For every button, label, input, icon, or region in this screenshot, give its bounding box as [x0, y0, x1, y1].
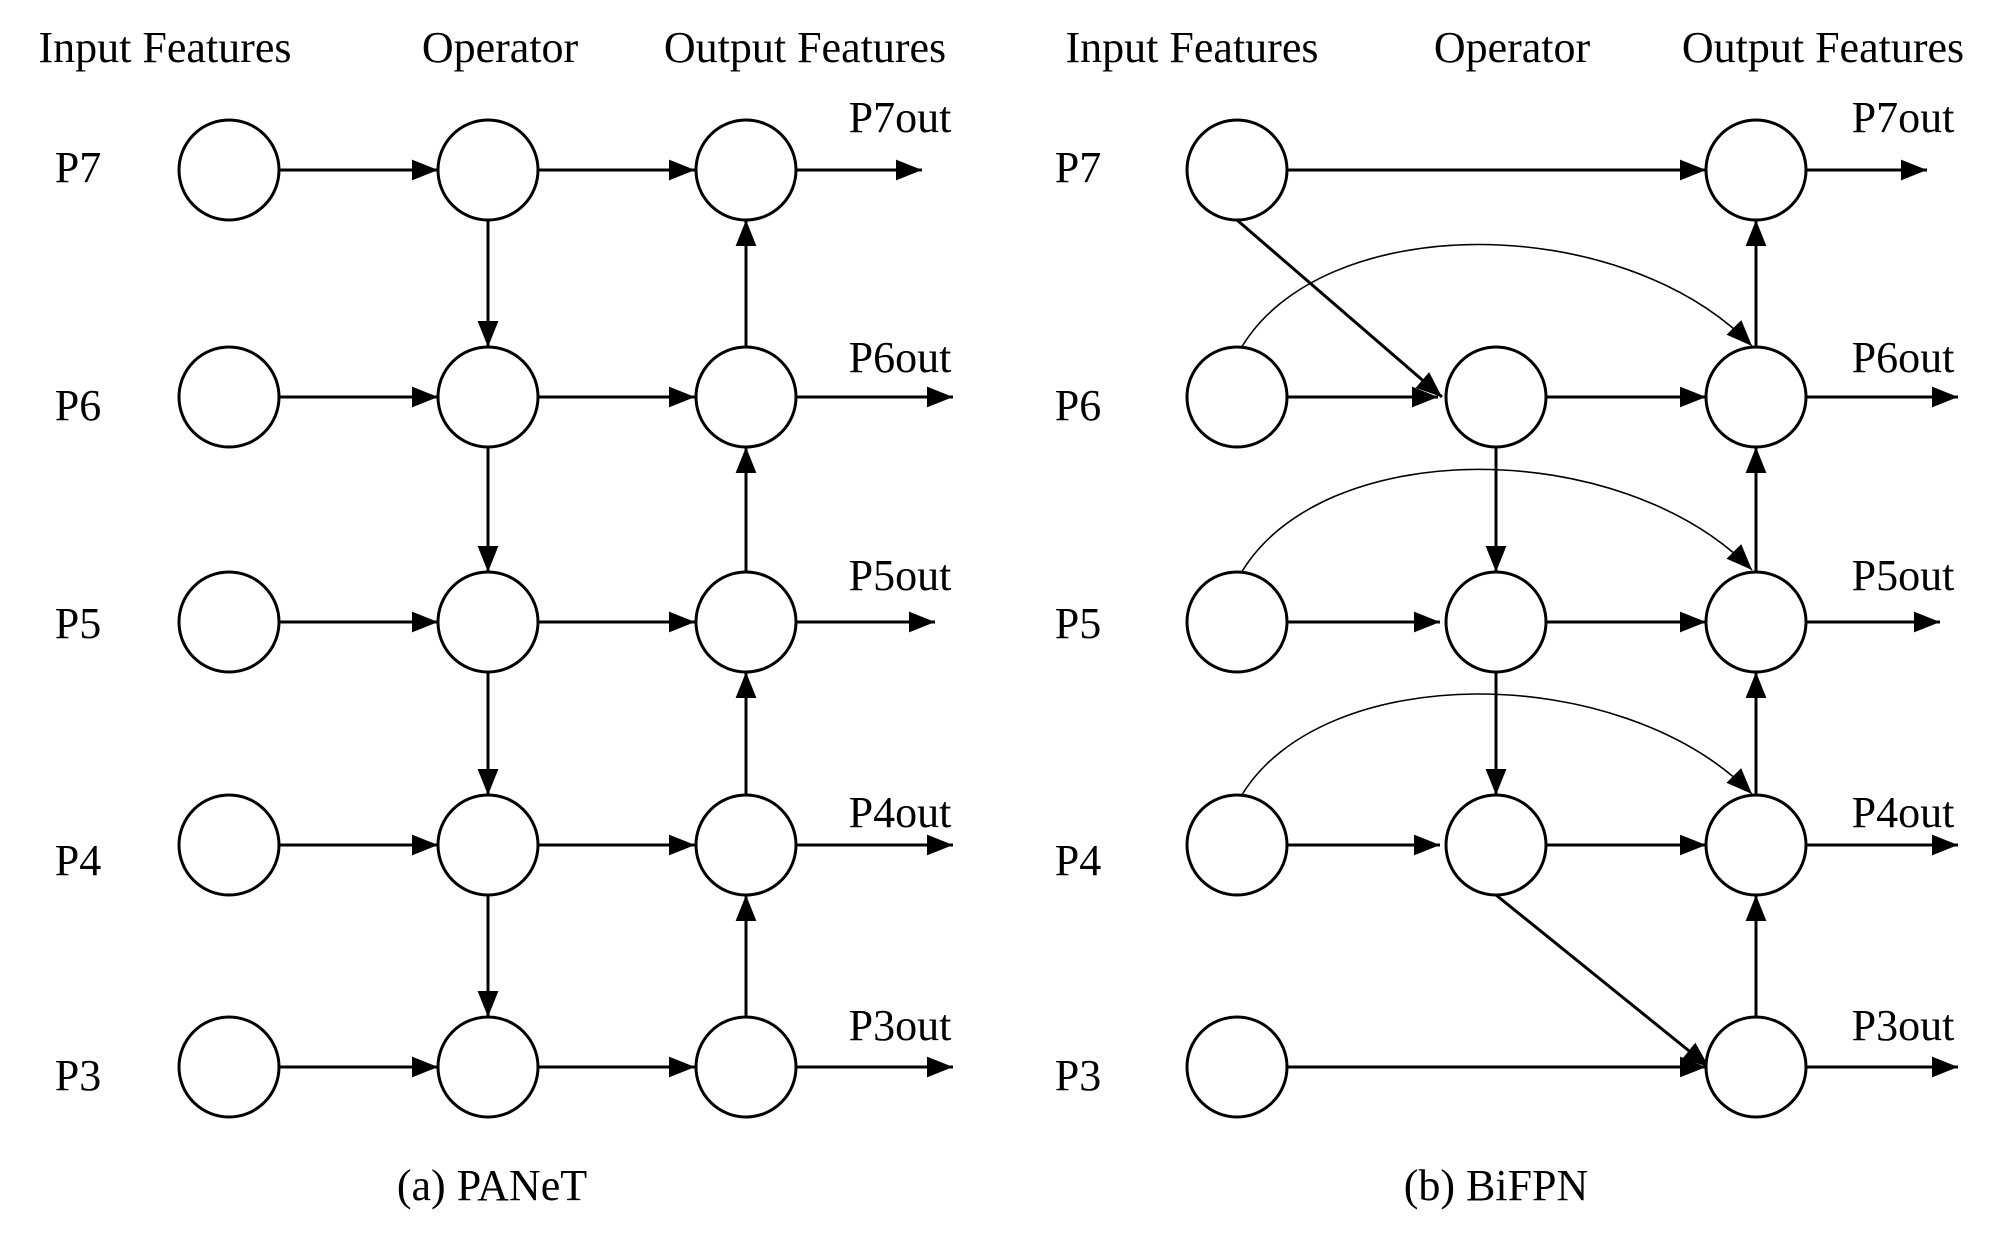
panet-level-label: P6 — [55, 381, 101, 430]
bifpn-skip-edges — [1239, 243, 1753, 799]
panet-output-label: P7out — [849, 93, 952, 142]
output-node — [1704, 1015, 1808, 1119]
panet-header-output: Output Features — [664, 23, 946, 72]
skip-edge — [1239, 693, 1753, 799]
panet-edges — [279, 159, 953, 1078]
bifpn-level-label: P5 — [1055, 599, 1101, 648]
operator-node — [1444, 345, 1548, 449]
panet-level-label: P3 — [55, 1051, 101, 1100]
operator-node — [436, 118, 540, 222]
operator-node — [1444, 793, 1548, 897]
panet-nodes — [177, 118, 798, 1119]
input-node — [177, 345, 281, 449]
output-node — [1704, 345, 1808, 449]
bifpn-caption: (b) BiFPN — [1404, 1161, 1589, 1210]
operator-node — [436, 570, 540, 674]
skip-edge — [1239, 243, 1753, 351]
input-node — [177, 118, 281, 222]
panet-level-label: P7 — [55, 143, 101, 192]
panet-output-label: P3out — [849, 1001, 952, 1050]
bifpn-output-label: P3out — [1852, 1001, 1955, 1050]
operator-node — [436, 1015, 540, 1119]
edge — [1236, 218, 1443, 399]
output-node — [1704, 793, 1808, 897]
output-node — [694, 1015, 798, 1119]
output-node — [1704, 118, 1808, 222]
panet-header-operator: Operator — [422, 23, 579, 72]
input-node — [177, 793, 281, 897]
bifpn-header-operator: Operator — [1434, 23, 1591, 72]
panet-caption: (a) PANeT — [397, 1161, 587, 1210]
panel-bifpn: Input Features Operator Output Features … — [1055, 23, 1964, 1210]
input-node — [177, 570, 281, 674]
panet-header-input: Input Features — [39, 23, 292, 72]
output-node — [694, 793, 798, 897]
input-node — [1185, 1015, 1289, 1119]
output-node — [694, 345, 798, 449]
panet-output-label: P4out — [849, 788, 952, 837]
bifpn-header-input: Input Features — [1066, 23, 1319, 72]
bifpn-nodes — [1185, 118, 1808, 1119]
bifpn-level-label: P3 — [1055, 1051, 1101, 1100]
panet-output-label: P6out — [849, 333, 952, 382]
output-node — [694, 118, 798, 222]
input-node — [1185, 345, 1289, 449]
skip-edge — [1239, 468, 1753, 576]
bifpn-output-label: P6out — [1852, 333, 1955, 382]
bifpn-output-label: P4out — [1852, 788, 1955, 837]
bifpn-output-label: P5out — [1852, 551, 1955, 600]
input-node — [177, 1015, 281, 1119]
input-node — [1185, 570, 1289, 674]
bifpn-level-label: P4 — [1055, 836, 1101, 885]
input-node — [1185, 118, 1289, 222]
bifpn-output-label: P7out — [1852, 93, 1955, 142]
bifpn-level-label: P6 — [1055, 381, 1101, 430]
bifpn-header-output: Output Features — [1682, 23, 1964, 72]
panet-level-label: P5 — [55, 599, 101, 648]
edge — [1495, 893, 1710, 1069]
bifpn-level-label: P7 — [1055, 143, 1101, 192]
output-node — [1704, 570, 1808, 674]
panel-panet: Input Features Operator Output Features … — [39, 23, 953, 1210]
operator-node — [1444, 570, 1548, 674]
panet-output-label: P5out — [849, 551, 952, 600]
bifpn-edges — [1236, 159, 1958, 1078]
operator-node — [436, 793, 540, 897]
operator-node — [436, 345, 540, 449]
input-node — [1185, 793, 1289, 897]
output-node — [694, 570, 798, 674]
panet-level-label: P4 — [55, 836, 101, 885]
